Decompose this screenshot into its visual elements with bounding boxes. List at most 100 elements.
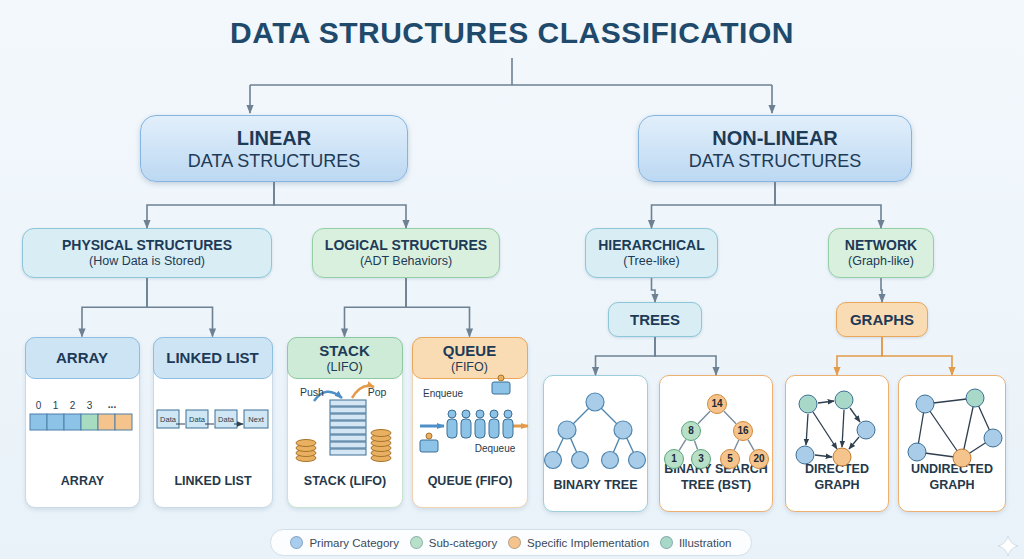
illustration-label: Data	[218, 415, 234, 424]
node-heading: NON-LINEAR	[712, 126, 838, 150]
legend-swatch	[508, 536, 521, 549]
node-heading: LINKED LIST	[166, 349, 259, 367]
legend-swatch	[290, 536, 303, 549]
structure-card: ARRAY ARRAY	[25, 337, 140, 508]
structure-card: BINARY TREE	[543, 375, 648, 512]
node-heading: 16	[737, 425, 748, 437]
node-subtext: (Tree-like)	[623, 254, 679, 269]
structure-card: DIRECTED GRAPH	[785, 375, 889, 512]
bst-node-circle: 16	[733, 421, 753, 441]
sparkle-mark	[998, 536, 1018, 556]
node-subtext: (ADT Behaviors)	[360, 254, 452, 269]
connector-arrow	[82, 278, 147, 337]
card-header: QUEUE(FIFO)	[412, 337, 528, 379]
sub-category-box: NETWORK(Graph-like)	[828, 228, 934, 278]
node-subtext: DATA STRUCTURES	[689, 150, 861, 172]
node-heading: ARRAY	[61, 473, 104, 489]
undirected-graph-illustration	[908, 389, 1002, 467]
node-heading: 3	[698, 453, 704, 465]
node-heading: STACK (LIFO)	[304, 473, 386, 489]
structure-card: BINARY SEARCH TREE (BST)1481613520	[659, 375, 773, 512]
array-illustration	[30, 414, 132, 430]
bst-node-circle: 20	[749, 449, 769, 469]
legend-text: Illustration	[679, 537, 731, 549]
primary-category-box: LINEARDATA STRUCTURES	[140, 115, 408, 182]
connector-arrow	[274, 182, 406, 228]
connector-arrow	[406, 278, 470, 337]
node-heading: DIRECTED GRAPH	[790, 461, 884, 493]
node-heading: 14	[711, 398, 722, 410]
node-subtext: DATA STRUCTURES	[188, 150, 360, 172]
structure-card: STACK (LIFO)STACK(LIFO)	[287, 337, 403, 508]
node-heading: GRAPHS	[850, 311, 914, 329]
node-subtext: (How Data is Stored)	[89, 254, 205, 269]
legend-item: Sub-category	[410, 536, 497, 549]
connector-arrow	[694, 440, 697, 449]
structure-card: UNDIRECTED GRAPH	[898, 375, 1006, 512]
illustration-label: Dequeue	[475, 443, 516, 454]
linked-list-illustration	[157, 410, 268, 428]
illustration-label: ...	[108, 399, 116, 410]
illustration-label: Next	[248, 415, 263, 424]
group-box: TREES	[608, 302, 702, 337]
connector-arrow	[655, 337, 716, 375]
node-heading: BINARY TREE	[553, 477, 637, 493]
legend-swatch	[660, 536, 673, 549]
stack-illustration	[296, 386, 391, 462]
connector-arrow	[837, 337, 882, 375]
connector-arrow	[147, 182, 274, 228]
node-heading: 5	[727, 453, 733, 465]
connector-arrow	[652, 182, 776, 228]
node-heading: QUEUE	[443, 342, 496, 360]
group-box: GRAPHS	[836, 302, 928, 337]
node-heading: HIERARCHICAL	[598, 237, 705, 254]
node-heading: LOGICAL STRUCTURES	[325, 237, 487, 254]
directed-graph-illustration	[796, 391, 875, 466]
connector-arrow	[652, 278, 656, 302]
legend-swatch	[410, 536, 423, 549]
title-wires	[250, 58, 772, 113]
legend-item: Illustration	[660, 536, 731, 549]
card-header: LINKED LIST	[153, 337, 273, 379]
node-heading: ARRAY	[56, 349, 108, 367]
connector-arrow	[775, 182, 881, 228]
connector-arrow	[345, 278, 407, 337]
binary-tree-illustration	[545, 393, 646, 469]
illustration-label: 3	[87, 400, 93, 411]
legend-item: Primary Category	[290, 536, 398, 549]
card-header: STACK(LIFO)	[287, 337, 403, 379]
node-subtext: (Graph-like)	[848, 254, 914, 269]
connector-arrow	[596, 337, 656, 375]
legend-box: Primary Category Sub-category Specific Imp…	[270, 529, 752, 556]
illustration-label: Pop	[368, 386, 387, 398]
sub-category-box: PHYSICAL STRUCTURES(How Data is Stored)	[22, 228, 272, 278]
illustration-label: 0	[36, 400, 42, 411]
bst-node-circle: 8	[681, 421, 701, 441]
node-subtext: (FIFO)	[451, 360, 488, 374]
node-heading: NETWORK	[845, 237, 917, 254]
bst-node-circle: 3	[691, 449, 711, 469]
connector-arrow	[724, 411, 736, 424]
connector-arrow	[679, 440, 686, 451]
sub-category-box: LOGICAL STRUCTURES(ADT Behaviors)	[312, 228, 500, 278]
connector-arrow	[698, 411, 710, 424]
connector-arrow	[748, 440, 754, 451]
connector-arrow	[734, 440, 739, 450]
node-subtext: (LIFO)	[326, 360, 362, 374]
node-heading: QUEUE (FIFO)	[428, 473, 513, 489]
queue-illustration	[420, 375, 528, 452]
card-header: ARRAY	[25, 337, 140, 379]
structure-card: QUEUE (FIFO)QUEUE(FIFO)	[412, 337, 528, 508]
legend-text: Primary Category	[309, 537, 398, 549]
bst-node-circle: 14	[707, 394, 727, 414]
node-heading: LINKED LIST	[174, 473, 251, 489]
connector-arrow	[882, 337, 952, 375]
illustration-label: Enqueue	[423, 388, 463, 399]
node-heading: STACK	[319, 342, 370, 360]
diagram-title: DATA STRUCTURES CLASSIFICATION	[0, 16, 1024, 50]
illustration-label: Data	[189, 415, 205, 424]
legend-item: Specific Implementation	[508, 536, 649, 549]
illustration-label: Data	[160, 415, 176, 424]
illustration-label: Push	[300, 386, 324, 398]
node-heading: 8	[688, 425, 694, 437]
